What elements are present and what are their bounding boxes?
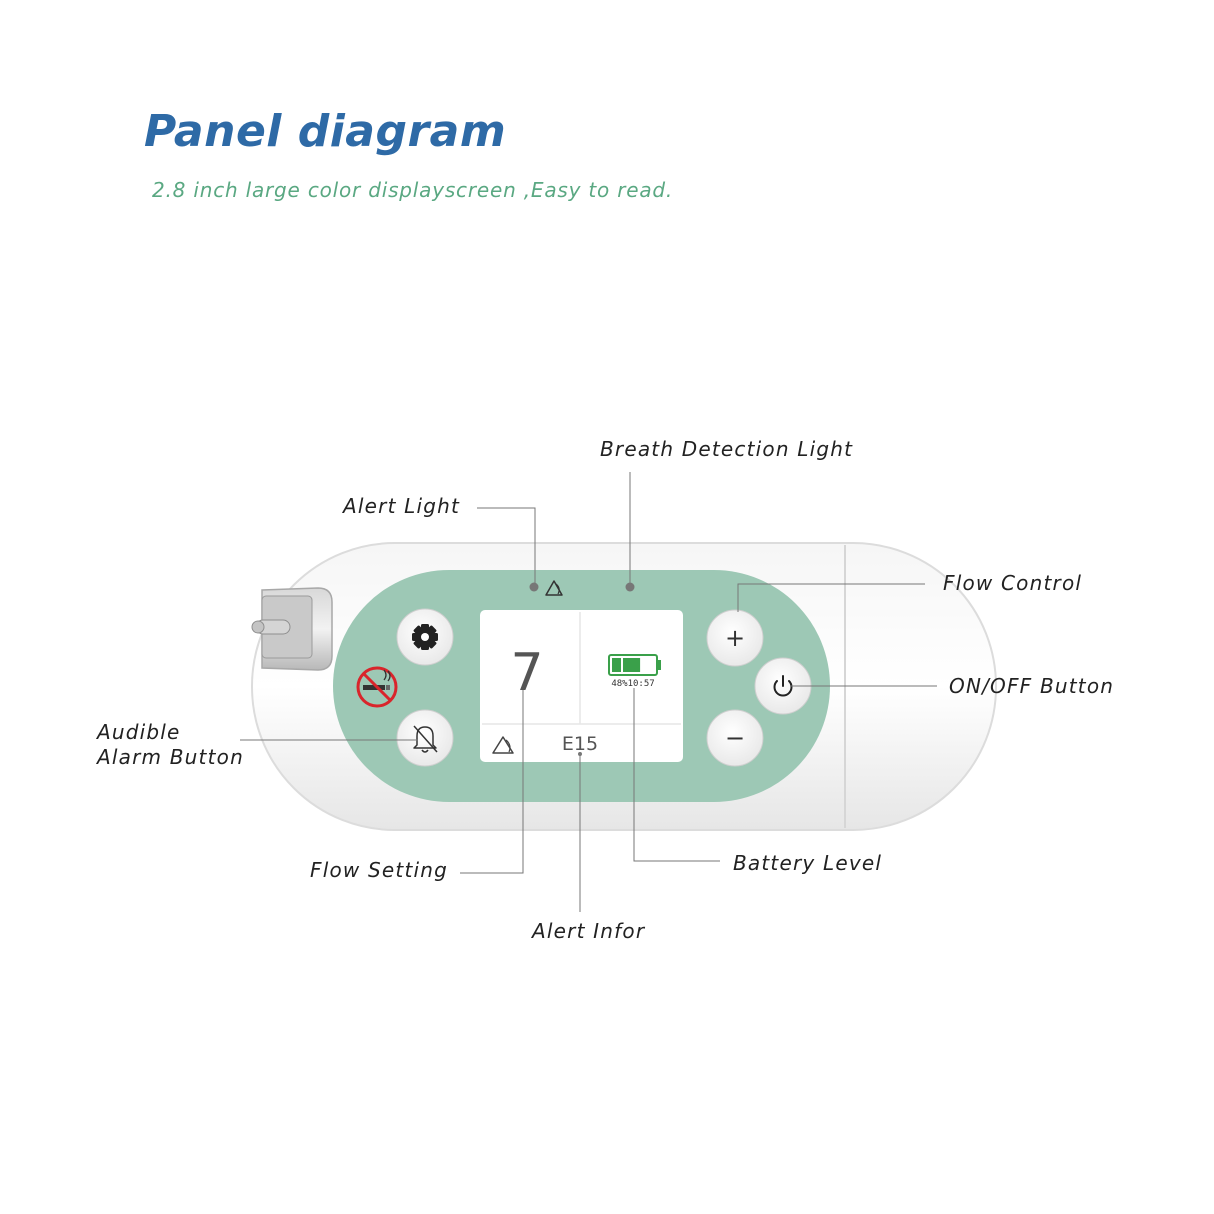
battery-fill (612, 658, 641, 672)
alert-triangle-icon (492, 736, 514, 754)
label-battery-level: Battery Level (733, 851, 883, 875)
flow-minus-button[interactable]: − (706, 709, 764, 767)
flow-plus-button[interactable]: + (706, 609, 764, 667)
audible-alarm-button[interactable] (396, 709, 454, 767)
leader-battery-level (633, 688, 720, 862)
leader-lines (240, 472, 937, 912)
settings-button[interactable] (396, 608, 454, 666)
no-smoking-icon (356, 666, 398, 708)
label-flow-setting: Flow Setting (310, 858, 449, 882)
oxygen-outlet-connector (251, 587, 333, 671)
battery-icon (608, 654, 661, 676)
leader-flow-control (737, 583, 925, 612)
settings-gear-icon (412, 624, 438, 650)
label-flow-control: Flow Control (943, 571, 1083, 595)
label-breath-detection-light: Breath Detection Light (600, 437, 854, 461)
breath-detection-light (625, 582, 635, 592)
flow-setting-value: 7 (510, 643, 543, 703)
plus-label: + (725, 624, 745, 652)
display-screen: 7 E15 48%10:57 (480, 610, 683, 762)
alert-light (529, 582, 539, 592)
label-alert-infor: Alert Infor (532, 919, 646, 943)
alert-triangle-icon (545, 580, 563, 596)
label-audible-alarm-line2: Alarm Button (97, 745, 244, 769)
power-icon (773, 675, 793, 697)
minus-label: − (725, 724, 745, 752)
leader-dot-alert-infor (578, 752, 582, 756)
alarm-mute-icon (413, 725, 438, 753)
label-audible-alarm-line1: Audible (97, 720, 181, 744)
leader-alert-light (477, 507, 536, 583)
label-on-off-button: ON/OFF Button (949, 674, 1115, 698)
alert-code: E15 (562, 733, 598, 755)
page-title: Panel diagram (144, 106, 507, 157)
label-audible-alarm-button: Audible Alarm Button (97, 720, 244, 770)
label-alert-light: Alert Light (343, 494, 461, 518)
page-subtitle: 2.8 inch large color displayscreen ,Easy… (152, 178, 674, 202)
battery-level-text: 48%10:57 (611, 679, 654, 689)
leader-flow-setting (460, 690, 524, 874)
